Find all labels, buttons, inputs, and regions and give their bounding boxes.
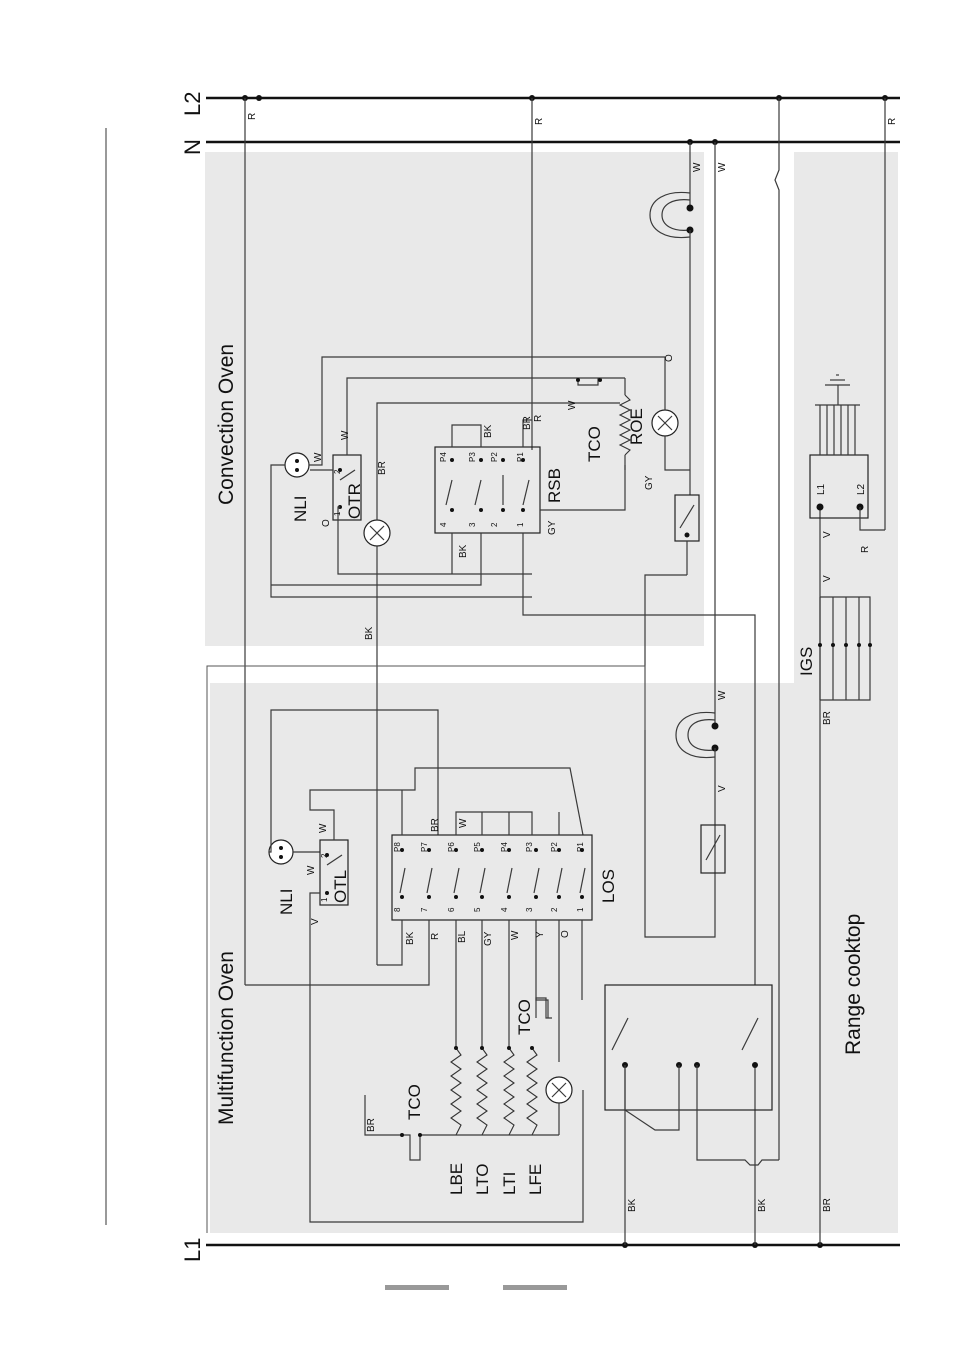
los-wire-bl: BL [457, 930, 468, 943]
l2-rail-label: L2 [180, 92, 205, 116]
footer-bar-right [503, 1285, 567, 1290]
los-7: 7 [420, 907, 429, 912]
rsb-p2: P2 [490, 452, 499, 462]
rsb-3: 3 [468, 522, 477, 527]
lbe-label: LBE [447, 1163, 466, 1195]
los-p6: P6 [447, 842, 456, 852]
otl-label: OTL [331, 870, 350, 903]
los-1: 1 [576, 907, 585, 912]
wire-label-bk-fan: BK [364, 626, 375, 640]
wire-label-w-1: W [692, 162, 703, 172]
wire-label-br-otr: BR [377, 461, 388, 475]
wire-label-r-igs: R [860, 546, 871, 553]
convection-oven-label: Convection Oven [215, 344, 238, 505]
spark-pin-l1: L1 [816, 483, 827, 495]
lti-label: LTI [500, 1172, 519, 1195]
otr-pin-2: 2 [333, 469, 342, 474]
spark-pin-l2: L2 [856, 483, 867, 495]
nli-top-label: NLI [291, 496, 310, 522]
los-wire-w2: W [458, 818, 469, 828]
otr-pin-1: 1 [333, 511, 342, 516]
los-p8: P8 [393, 842, 402, 852]
los-wire-y: Y [535, 931, 546, 938]
l1-rail-label: L1 [180, 1238, 205, 1262]
wire-label-v-igs2: V [822, 531, 833, 538]
footer-bar-left [385, 1285, 449, 1290]
nli-bottom-label: NLI [277, 889, 296, 915]
wire-label-w-nli2: W [306, 865, 317, 875]
wire-label-w-3: W [717, 690, 728, 700]
los-3: 3 [525, 907, 534, 912]
wire-label-bk-rsb: BK [483, 424, 494, 438]
los-5: 5 [473, 907, 482, 912]
los-wire-r: R [430, 933, 441, 940]
rsb-p1: P1 [516, 452, 525, 462]
roe-label: ROE [627, 408, 646, 445]
wire-label-br-1: BR [822, 1198, 833, 1212]
los-p3: P3 [525, 842, 534, 852]
wire-label-bk-rsb2: BK [458, 544, 469, 558]
multifunction-oven-region [210, 683, 794, 1233]
wire-label-o-roe: O [664, 354, 675, 362]
wire-label-w-otl: W [318, 823, 329, 833]
wire-label-bk-2: BK [757, 1198, 768, 1212]
los-4: 4 [500, 907, 509, 912]
wire-label-gy-rsb: GY [547, 520, 558, 535]
wire-label-w-2: W [717, 162, 728, 172]
wire-label-w-nli: W [313, 452, 324, 462]
otl-pin-2: 2 [320, 853, 329, 858]
los-wire-br: BR [430, 818, 441, 832]
wire-label-w-tco: W [567, 400, 578, 410]
wire-label-r-1: R [247, 113, 258, 120]
wire-label-v-igs1: V [822, 575, 833, 582]
wire-label-gy-roe: GY [644, 475, 655, 490]
n-rail-label: N [180, 139, 205, 155]
wire-label-bk-1: BK [627, 1198, 638, 1212]
los-6: 6 [447, 907, 456, 912]
lfe-label: LFE [526, 1164, 545, 1195]
los-label: LOS [599, 869, 618, 903]
rsb-2: 2 [490, 522, 499, 527]
wire-label-v-nli: V [310, 918, 321, 925]
multifunction-oven-label: Multifunction Oven [215, 951, 238, 1125]
los-wire-o: O [560, 930, 571, 938]
los-2: 2 [550, 907, 559, 912]
rsb-label: RSB [545, 468, 564, 503]
los-p2: P2 [550, 842, 559, 852]
wire-label-v-lamp: V [717, 785, 728, 792]
lto-label: LTO [473, 1164, 492, 1196]
tco-mid-label: TCO [515, 999, 534, 1035]
los-p7: P7 [420, 842, 429, 852]
wire-label-br-rsb: BR [522, 416, 533, 430]
tco-top-label: TCO [585, 426, 604, 462]
rsb-1: 1 [516, 522, 525, 527]
los-wire-bk: BK [405, 931, 416, 945]
rsb-p3: P3 [468, 452, 477, 462]
los-p5: P5 [473, 842, 482, 852]
los-wire-w: W [510, 930, 521, 940]
wire-label-w-otr: W [340, 430, 351, 440]
los-wire-gy: GY [483, 931, 494, 946]
otr-label: OTR [345, 483, 364, 519]
wire-label-br-tco: BR [366, 1118, 377, 1132]
los-8: 8 [393, 907, 402, 912]
los-p4: P4 [500, 842, 509, 852]
rsb-p4: P4 [439, 452, 448, 462]
wire-label-r-3: R [887, 118, 898, 125]
los-p1: P1 [576, 842, 585, 852]
tco-low-label: TCO [405, 1084, 424, 1120]
wire-label-br-2: BR [822, 711, 833, 725]
igs-label: IGS [797, 647, 816, 676]
wire-label-r-rsb: R [533, 415, 544, 422]
wire-label-r-2: R [534, 118, 545, 125]
otl-pin-1: 1 [320, 897, 329, 902]
rsb-4: 4 [439, 522, 448, 527]
wire-label-o-otr: O [321, 519, 332, 527]
range-cooktop-label: Range cooktop [842, 914, 865, 1055]
